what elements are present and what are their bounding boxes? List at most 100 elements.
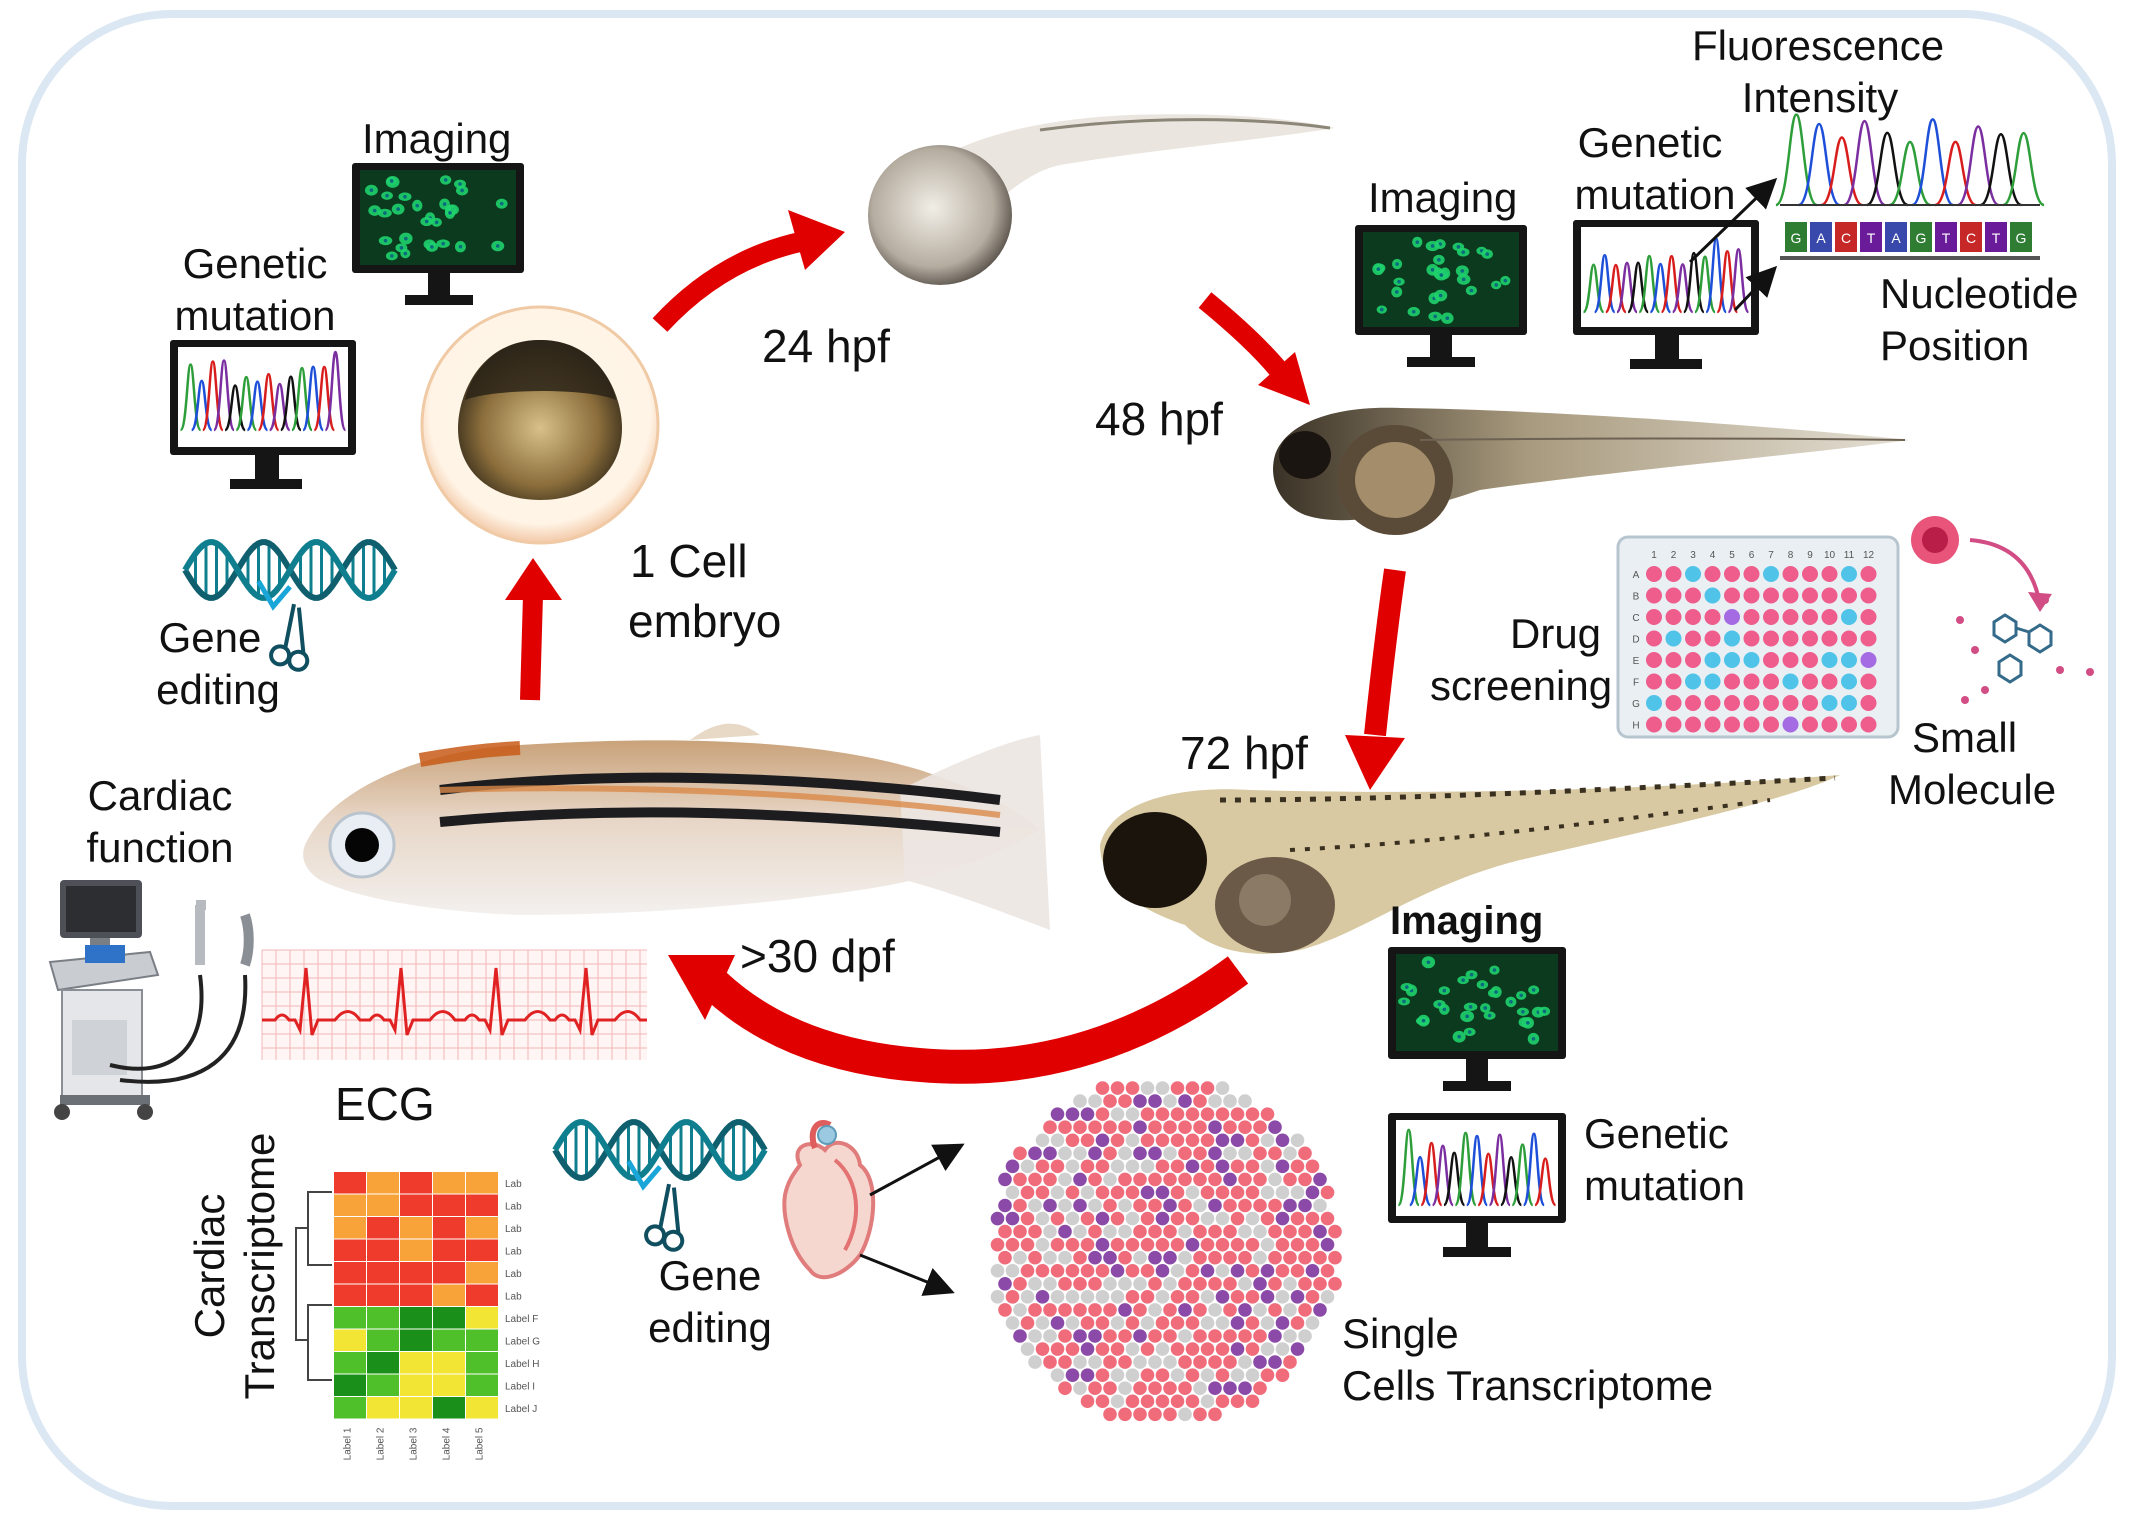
svg-text:Label H: Label H bbox=[505, 1359, 539, 1370]
arrowhead-72hpf bbox=[1345, 735, 1405, 790]
label-imaging-topright: Imaging bbox=[1368, 174, 1518, 221]
label-30dpf: >30 dpf bbox=[740, 930, 895, 982]
monitor-imaging-topright bbox=[1355, 225, 1527, 367]
adult-zebrafish bbox=[303, 723, 1050, 930]
svg-text:C: C bbox=[1841, 230, 1851, 246]
svg-text:Label 5: Label 5 bbox=[475, 1427, 486, 1460]
dna-editing-topleft bbox=[182, 539, 398, 611]
label-small-line1: Small bbox=[1912, 714, 2018, 761]
svg-text:F: F bbox=[1633, 678, 1639, 689]
svg-text:T: T bbox=[1867, 230, 1876, 246]
arrowhead-24hpf bbox=[788, 210, 845, 270]
label-nucleotide-line1: Nucleotide bbox=[1880, 270, 2079, 317]
lifecycle-arrows bbox=[520, 232, 1406, 1084]
arrowheads bbox=[505, 210, 1405, 1020]
monitor-genetic-bottomright bbox=[1388, 1113, 1566, 1257]
label-ecg: ECG bbox=[335, 1078, 435, 1130]
label-1cell-line2: embryo bbox=[628, 595, 782, 647]
svg-text:Label J: Label J bbox=[505, 1404, 537, 1415]
dna-editing-bottom bbox=[552, 1119, 768, 1191]
arrowhead-1cell bbox=[505, 558, 562, 600]
arrow-30dpf-to-1cell bbox=[520, 594, 543, 701]
svg-text:5: 5 bbox=[1729, 550, 1735, 561]
svg-text:A: A bbox=[1891, 230, 1901, 246]
svg-text:G: G bbox=[2016, 230, 2027, 246]
svg-text:10: 10 bbox=[1824, 550, 1836, 561]
svg-text:Label 3: Label 3 bbox=[409, 1427, 420, 1460]
arrow-1cell-to-24hpf bbox=[652, 232, 803, 332]
label-genetic-bottomright-line2: mutation bbox=[1584, 1162, 1746, 1209]
monitor-genetic-topleft bbox=[170, 340, 356, 489]
svg-text:Label 4: Label 4 bbox=[442, 1427, 453, 1460]
label-24hpf: 24 hpf bbox=[762, 320, 890, 372]
larva-48hpf bbox=[1273, 407, 1910, 535]
label-gene-edit-topleft-line2: editing bbox=[156, 666, 280, 713]
fluorescence-chromatogram bbox=[1775, 113, 2045, 207]
heart-to-disc-arrow-bottom bbox=[859, 1253, 955, 1296]
svg-text:Label I: Label I bbox=[505, 1382, 535, 1393]
svg-text:4: 4 bbox=[1710, 550, 1716, 561]
svg-text:B: B bbox=[1633, 592, 1640, 603]
label-genetic-topleft-line2: mutation bbox=[174, 292, 336, 339]
label-small-line2: Molecule bbox=[1888, 766, 2057, 813]
svg-text:Lab: Lab bbox=[505, 1202, 522, 1213]
svg-text:12: 12 bbox=[1863, 550, 1875, 561]
label-fluorescence-line2: Intensity bbox=[1741, 74, 1899, 121]
monitor-imaging-bottomright bbox=[1388, 947, 1566, 1091]
scissors-bottom-icon bbox=[644, 1183, 685, 1252]
svg-text:Lab: Lab bbox=[505, 1224, 522, 1235]
svg-text:Label F: Label F bbox=[505, 1314, 538, 1325]
label-72hpf: 72 hpf bbox=[1180, 727, 1308, 779]
svg-text:7: 7 bbox=[1768, 550, 1774, 561]
svg-text:C: C bbox=[1966, 230, 1976, 246]
label-cardiac-function-line2: function bbox=[86, 824, 234, 871]
svg-text:3: 3 bbox=[1690, 550, 1696, 561]
label-1cell-line1: 1 Cell bbox=[630, 535, 748, 587]
label-genetic-bottomright-line1: Genetic bbox=[1584, 1110, 1729, 1157]
label-gene-edit-bottom-line1: Gene bbox=[658, 1252, 762, 1299]
heart-to-disc-arrow-top bbox=[869, 1143, 965, 1197]
single-cell-transcriptome-disc bbox=[990, 1081, 1342, 1422]
label-cardiac-transcriptome-line1: Cardiac bbox=[186, 1193, 233, 1339]
svg-text:T: T bbox=[1942, 230, 1951, 246]
svg-text:8: 8 bbox=[1788, 550, 1794, 561]
svg-text:G: G bbox=[1791, 230, 1802, 246]
svg-text:E: E bbox=[1633, 656, 1640, 667]
svg-text:9: 9 bbox=[1807, 550, 1813, 561]
label-48hpf: 48 hpf bbox=[1095, 393, 1223, 445]
label-genetic-topleft-line1: Genetic bbox=[182, 240, 328, 287]
svg-text:H: H bbox=[1632, 721, 1639, 732]
label-cardiac-transcriptome-line2: Transcriptome bbox=[236, 1132, 283, 1400]
svg-text:11: 11 bbox=[1844, 550, 1855, 561]
larva-72hpf bbox=[1100, 775, 1840, 954]
ecg-trace bbox=[261, 949, 647, 1060]
svg-text:1: 1 bbox=[1651, 550, 1657, 561]
arrow-72hpf-to-30dpf bbox=[703, 956, 1249, 1084]
label-drug-line2: screening bbox=[1430, 662, 1613, 709]
svg-text:Label 2: Label 2 bbox=[376, 1427, 387, 1460]
label-gene-edit-bottom-line2: editing bbox=[648, 1304, 772, 1351]
label-single-line2: Cells Transcriptome bbox=[1342, 1362, 1714, 1409]
scissors-topleft-icon bbox=[269, 603, 310, 672]
svg-text:G: G bbox=[1916, 230, 1927, 246]
svg-text:D: D bbox=[1632, 635, 1639, 646]
svg-text:Lab: Lab bbox=[505, 1292, 522, 1303]
arrow-48hpf-to-72hpf bbox=[1364, 568, 1406, 737]
svg-text:A: A bbox=[1816, 230, 1826, 246]
one-cell-embryo bbox=[420, 305, 660, 545]
monitor-imaging-topleft bbox=[352, 163, 524, 305]
label-cardiac-function-line1: Cardiac bbox=[87, 772, 233, 819]
svg-text:G: G bbox=[1632, 699, 1640, 710]
label-nucleotide-line2: Position bbox=[1880, 322, 2030, 369]
label-gene-edit-topleft-line1: Gene bbox=[158, 614, 262, 661]
label-drug-line1: Drug bbox=[1510, 610, 1602, 657]
arrowhead-48hpf bbox=[1258, 352, 1310, 405]
monitor-genetic-topright bbox=[1573, 177, 1778, 369]
label-fluorescence-line1: Fluorescence bbox=[1691, 22, 1945, 69]
svg-text:6: 6 bbox=[1749, 550, 1755, 561]
